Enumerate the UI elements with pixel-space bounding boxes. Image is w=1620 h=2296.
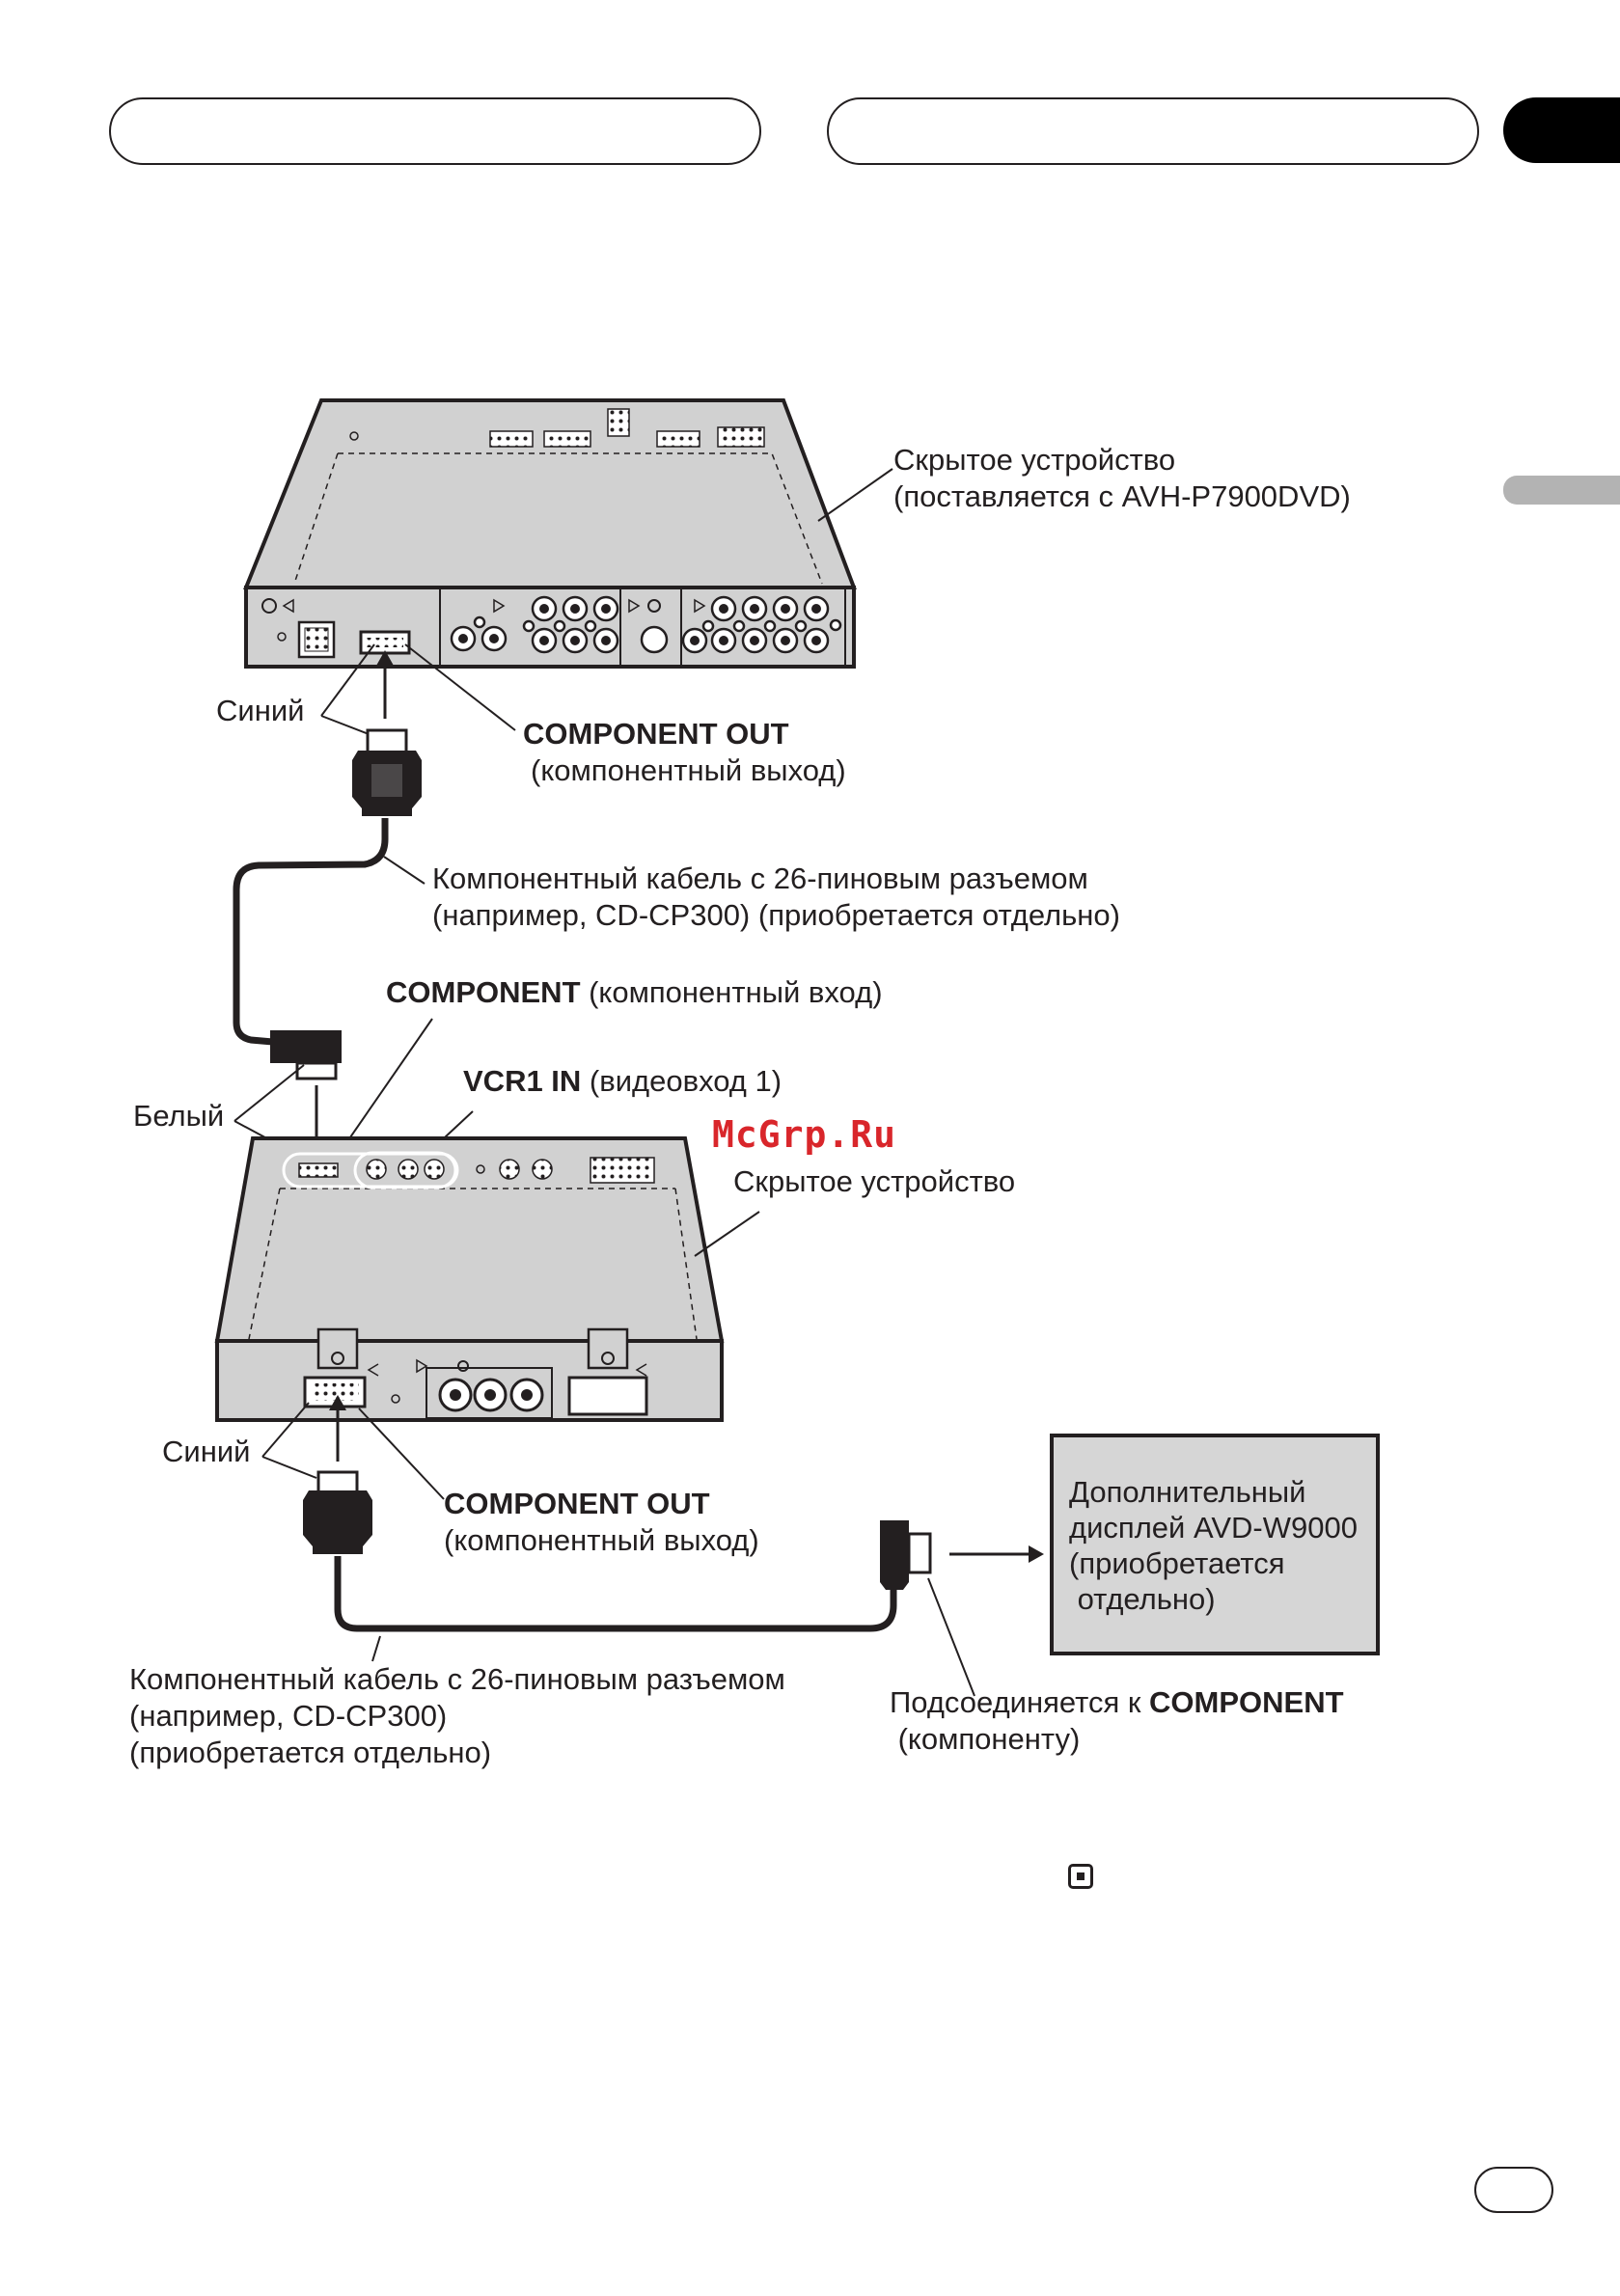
cable1-line1-label: Компонентный кабель с 26-пиновым разъемо… (432, 861, 1088, 895)
unit2-component-bold: COMPONENT (386, 975, 581, 1009)
chapter-tab (1503, 97, 1620, 163)
unit2-output-leaders (261, 1211, 760, 1500)
watermark: McGrp.Ru (712, 1113, 897, 1156)
unit2-component-label: COMPONENT (компонентный вход) (386, 974, 883, 1011)
display-line-3: (приобретается (1069, 1546, 1285, 1580)
unit2-blue-label: Синий (162, 1435, 251, 1468)
unit2-component-out-label: COMPONENT OUT (444, 1486, 710, 1522)
hideaway-unit-2 (214, 1136, 725, 1422)
cable1-line2-label: (например, CD-CP300) (приобретается отде… (432, 898, 1120, 932)
cable-1 (233, 650, 426, 1158)
unit2-component-out-bold: COMPONENT OUT (444, 1487, 710, 1520)
page-number-oval (1474, 2167, 1553, 2213)
unit1-note-label: (поставляется с AVH-P7900DVD) (893, 479, 1351, 513)
cable2-line3-label: (приобретается отдельно) (129, 1736, 492, 1769)
unit2-component-ru: (компонентный вход) (580, 975, 883, 1009)
optional-display-box: Дополнительный дисплей AVD-W9000 (приобр… (1050, 1434, 1380, 1655)
header-pill-left (109, 97, 761, 165)
section-end-icon (1068, 1864, 1093, 1889)
unit1-component-out-bold: COMPONENT OUT (523, 717, 789, 751)
cable2-line2-label: (например, CD-CP300) (129, 1699, 448, 1733)
header-pill-right (827, 97, 1479, 165)
connect-label: Подсоединяется к COMPONENT (890, 1684, 1344, 1721)
cable-2 (303, 1395, 1044, 1697)
connect-prefix: Подсоединяется к (890, 1685, 1150, 1719)
cable2-line1-label: Компонентный кабель с 26-пиновым разъемо… (129, 1662, 785, 1696)
hideaway-unit-1 (243, 398, 857, 669)
unit1-component-out-ru-label: (компонентный выход) (531, 753, 846, 787)
connect-bold: COMPONENT (1149, 1685, 1344, 1719)
unit2-white-label: Белый (133, 1099, 225, 1133)
display-line-2: дисплей AVD-W9000 (1069, 1511, 1358, 1544)
unit2-vcr1-label: VCR1 IN (видеовход 1) (463, 1063, 782, 1100)
unit2-name-label: Скрытое устройство (733, 1164, 1016, 1198)
unit1-name-label: Скрытое устройство (893, 443, 1176, 477)
unit1-component-out-label: COMPONENT OUT (523, 716, 789, 752)
unit1-blue-label: Синий (216, 694, 305, 727)
unit2-vcr1-bold: VCR1 IN (463, 1064, 582, 1098)
connect-line2-label: (компоненту) (890, 1722, 1081, 1756)
display-line-1: Дополнительный (1069, 1475, 1306, 1509)
display-line-4: отдельно) (1069, 1582, 1216, 1616)
language-tab (1503, 476, 1620, 505)
unit2-vcr1-ru: (видеовход 1) (581, 1064, 783, 1098)
unit2-component-out-ru-label: (компонентный выход) (444, 1523, 759, 1557)
